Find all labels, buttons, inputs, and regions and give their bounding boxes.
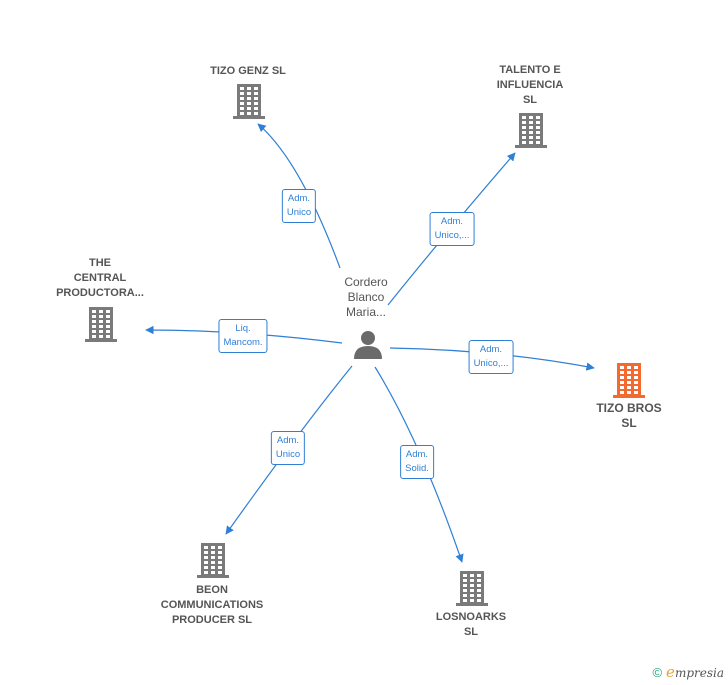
the-central-building-icon[interactable] xyxy=(85,307,117,342)
person-label[interactable]: Cordero Blanco Maria... xyxy=(344,275,388,319)
edge-label-the-central[interactable]: Liq. Mancom. xyxy=(218,319,268,353)
company-label-tizo-bros[interactable]: TIZO BROS SL xyxy=(596,401,662,430)
company-label-beon[interactable]: BEON COMMUNICATIONS PRODUCER SL xyxy=(160,584,264,626)
beon-building-icon[interactable] xyxy=(197,543,229,578)
tizo-genz-building-icon[interactable] xyxy=(233,84,265,119)
person-icon[interactable] xyxy=(354,331,382,359)
copyright-symbol: © xyxy=(652,665,663,680)
company-label-tizo-genz[interactable]: TIZO GENZ SL xyxy=(210,65,286,77)
brand-logo[interactable]: empresia xyxy=(666,663,724,681)
edge-label-losnoarks[interactable]: Adm. Solid. xyxy=(400,445,434,479)
edge-label-beon[interactable]: Adm. Unico xyxy=(270,431,306,465)
edge-tizo-genz xyxy=(257,123,341,269)
talento-building-icon[interactable] xyxy=(515,113,547,148)
losnoarks-building-icon[interactable] xyxy=(456,571,488,606)
icons-layer xyxy=(85,84,645,606)
company-label-the-central[interactable]: THE CENTRAL PRODUCTORA... xyxy=(56,257,144,299)
company-label-losnoarks[interactable]: LOSNOARKS SL xyxy=(435,611,507,638)
edge-label-tizo-bros[interactable]: Adm. Unico,... xyxy=(468,340,514,374)
company-label-talento[interactable]: TALENTO E INFLUENCIA SL xyxy=(496,64,564,106)
edge-label-talento[interactable]: Adm. Unico,... xyxy=(429,212,475,246)
tizo-bros-building-icon[interactable] xyxy=(613,363,645,398)
footer-brand: ©empresia xyxy=(652,663,724,681)
edge-label-tizo-genz[interactable]: Adm. Unico xyxy=(281,189,317,223)
